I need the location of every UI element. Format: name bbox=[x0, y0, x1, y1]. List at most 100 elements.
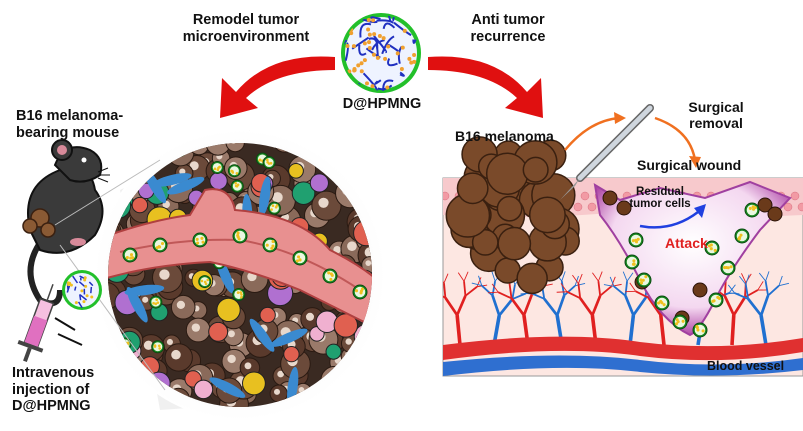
capillary bbox=[443, 273, 449, 284]
capillary bbox=[522, 295, 533, 316]
capillary bbox=[597, 271, 603, 282]
star-cell bbox=[108, 147, 124, 168]
capillary bbox=[463, 281, 467, 296]
capillary bbox=[591, 295, 602, 316]
tumor-cell bbox=[331, 143, 358, 166]
nanoparticle bbox=[636, 272, 652, 288]
capillary bbox=[728, 284, 736, 294]
network-strand bbox=[343, 72, 345, 84]
nanoparticle bbox=[628, 232, 644, 248]
melanoma-cell bbox=[516, 262, 548, 295]
capillary bbox=[566, 290, 581, 299]
capillary bbox=[778, 275, 783, 286]
network-strand bbox=[376, 19, 394, 24]
capillary bbox=[555, 295, 566, 316]
immune-cell bbox=[291, 181, 316, 205]
nanoparticle bbox=[654, 295, 670, 311]
skin-cell bbox=[797, 202, 803, 212]
tumor-cell bbox=[127, 143, 155, 158]
network-strand bbox=[78, 281, 86, 288]
network-strand bbox=[88, 281, 94, 287]
scalpel-icon bbox=[560, 104, 654, 200]
nanoparticle bbox=[232, 287, 246, 301]
label-injection-line1: Intravenous bbox=[12, 365, 95, 381]
drug-dot bbox=[375, 55, 380, 60]
network-strand bbox=[77, 301, 83, 309]
drug-dot bbox=[366, 17, 371, 22]
residual-tumor-cell bbox=[767, 206, 783, 222]
tumor-cell bbox=[314, 391, 343, 407]
tumor-cell bbox=[185, 317, 211, 343]
label-mouse-line1: B16 melanoma- bbox=[16, 108, 124, 124]
label-mouse-line2: bearing mouse bbox=[16, 124, 120, 141]
capillary bbox=[767, 285, 780, 297]
nanoparticle bbox=[292, 250, 308, 266]
drug-dot bbox=[377, 34, 382, 39]
dendritic-cell bbox=[309, 173, 329, 193]
capillary bbox=[732, 296, 747, 316]
capillary bbox=[491, 271, 496, 282]
capillary bbox=[758, 272, 766, 282]
t-cell bbox=[288, 162, 304, 179]
fibroblast bbox=[270, 328, 308, 347]
capillary bbox=[443, 295, 446, 299]
capillary bbox=[757, 281, 764, 291]
capillary bbox=[778, 282, 790, 287]
capillary bbox=[609, 276, 615, 287]
capillary bbox=[759, 315, 768, 346]
drug-dot bbox=[82, 300, 86, 304]
arrow-remodel bbox=[220, 56, 335, 118]
drug-dot bbox=[412, 59, 417, 64]
label-attack: Attack bbox=[665, 235, 708, 251]
drug-dot bbox=[345, 44, 350, 49]
capillary bbox=[463, 271, 469, 282]
nanoparticle bbox=[230, 179, 244, 193]
tumor-cell bbox=[115, 159, 136, 180]
capillary bbox=[512, 292, 527, 300]
nanoparticle bbox=[149, 295, 163, 309]
tumor-cell bbox=[358, 395, 372, 407]
network-strand bbox=[79, 294, 88, 301]
label-surgical-line2: removal bbox=[689, 115, 743, 132]
residual-tumor-cell bbox=[692, 282, 708, 298]
fibroblast bbox=[167, 176, 205, 195]
capillary bbox=[744, 284, 750, 300]
arrow-surgical-removal bbox=[564, 112, 701, 168]
drug-dot bbox=[83, 276, 87, 280]
star-cell bbox=[193, 379, 214, 400]
network-strand bbox=[392, 15, 396, 22]
label-anti-line2: recurrence bbox=[470, 28, 546, 45]
drug-dot bbox=[412, 53, 417, 58]
melanoma-cell bbox=[496, 195, 523, 222]
label-remodel: Remodel tumor microenvironment bbox=[166, 12, 326, 45]
drug-dot bbox=[347, 69, 352, 74]
nanoparticle bbox=[198, 275, 212, 289]
fibroblast bbox=[249, 318, 275, 352]
label-remodel-line2: microenvironment bbox=[182, 28, 310, 45]
drug-dot bbox=[83, 278, 87, 282]
fibroblast bbox=[126, 286, 148, 323]
capillary bbox=[592, 272, 599, 282]
drug-dot bbox=[80, 289, 84, 293]
skin-cell bbox=[580, 191, 590, 201]
capillary bbox=[626, 272, 634, 282]
capillary bbox=[572, 274, 579, 284]
drug-dot bbox=[370, 84, 375, 89]
tumor-cell bbox=[164, 343, 193, 372]
nanoparticle bbox=[341, 150, 355, 164]
t-cell bbox=[242, 371, 266, 396]
capillary bbox=[491, 283, 499, 293]
capillary bbox=[491, 295, 501, 316]
drug-dot bbox=[366, 27, 371, 32]
arrow-anti-recurrence bbox=[428, 56, 543, 118]
capillary bbox=[556, 291, 567, 293]
skin-cell bbox=[573, 202, 583, 212]
nanoparticle bbox=[352, 284, 368, 300]
network-strand bbox=[374, 79, 382, 85]
drug-dot bbox=[362, 58, 367, 63]
capillary bbox=[478, 275, 483, 286]
drug-dot bbox=[383, 56, 388, 61]
tissue-panel bbox=[442, 136, 803, 377]
network-strand bbox=[343, 39, 348, 48]
